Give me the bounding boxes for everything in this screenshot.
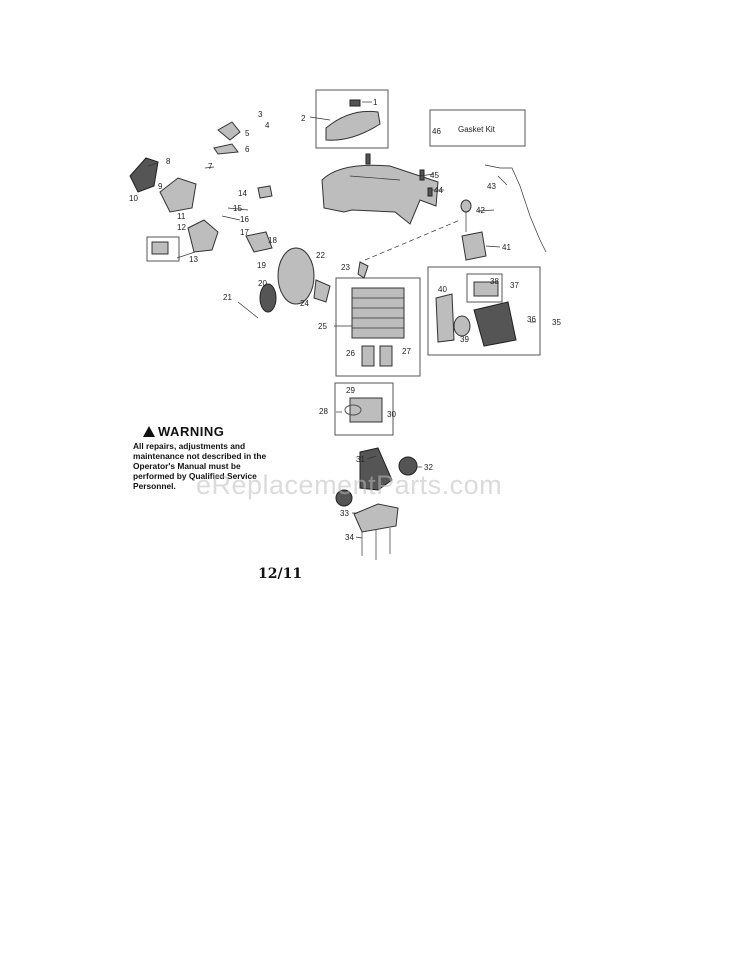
primer-bulb-icon (461, 231, 487, 261)
plate-icon (473, 281, 499, 297)
callout-28: 28 (319, 407, 328, 416)
callout-3: 3 (258, 110, 263, 119)
callout-46: 46 (432, 127, 441, 136)
callout-38: 38 (490, 277, 499, 286)
callout-30: 30 (387, 410, 396, 419)
callout-24: 24 (300, 299, 309, 308)
callout-13: 13 (189, 255, 198, 264)
callout-14: 14 (238, 189, 247, 198)
bearing-icon (398, 456, 418, 476)
callout-42: 42 (476, 206, 485, 215)
callout-20: 20 (258, 279, 267, 288)
leader-lines (147, 101, 536, 539)
callout-labels: 1 2 3 4 5 6 7 8 9 10 11 12 13 14 15 16 1… (129, 98, 561, 542)
callout-7: 7 (208, 162, 213, 171)
recoil-pulley-icon (259, 283, 277, 313)
carburetor-housing-icon (159, 177, 197, 213)
intake-icon (245, 231, 273, 253)
callout-4: 4 (265, 121, 270, 130)
callout-31: 31 (356, 455, 365, 464)
fuel-cap-group-box (315, 89, 389, 149)
fuel-cap-icon (325, 99, 381, 141)
piston-icon (344, 397, 383, 423)
gasket-icon (361, 345, 393, 367)
handle-cover-icon (129, 157, 159, 193)
fuel-filter-icon (257, 185, 273, 199)
carburetor-icon (187, 219, 219, 253)
callout-8: 8 (166, 157, 171, 166)
screw-icon (365, 153, 433, 197)
ignition-coil-icon (313, 279, 331, 303)
bracket-icon (213, 143, 239, 155)
muffler-group-box (427, 266, 541, 356)
muffler-inner-box (466, 273, 503, 303)
callout-2: 2 (301, 114, 306, 123)
callout-29: 29 (346, 386, 355, 395)
callout-33: 33 (340, 509, 349, 518)
top-cover-icon (321, 164, 439, 225)
gasket-kit-box (429, 109, 526, 147)
callout-21: 21 (223, 293, 232, 302)
flywheel-icon (277, 247, 315, 305)
callout-17: 17 (240, 228, 249, 237)
spark-plug-icon (357, 261, 369, 279)
seal-icon (335, 489, 353, 507)
callout-40: 40 (438, 285, 447, 294)
callout-44: 44 (434, 186, 443, 195)
cylinder-group-box (335, 277, 421, 377)
cylinder-icon (351, 287, 405, 339)
piston-group-box (334, 382, 394, 436)
cable-icon (484, 164, 547, 253)
callout-22: 22 (316, 251, 325, 260)
bolt-icon (221, 207, 391, 560)
muffler-icon (473, 301, 517, 347)
warning-title-text: WARNING (158, 424, 225, 439)
callout-41: 41 (502, 243, 511, 252)
warning-triangle-icon (143, 426, 155, 437)
callout-39: 39 (460, 335, 469, 344)
callout-45: 45 (430, 171, 439, 180)
air-filter-icon (151, 241, 169, 255)
callout-43: 43 (487, 182, 496, 191)
callout-25: 25 (318, 322, 327, 331)
dashed-guide-line (364, 219, 461, 261)
muffler-gasket-icon (435, 293, 455, 343)
callout-5: 5 (245, 129, 250, 138)
warning-body: All repairs, adjustments and maintenance… (133, 441, 267, 491)
callout-23: 23 (341, 263, 350, 272)
warning-notice: WARNING All repairs, adjustments and mai… (133, 424, 273, 491)
callout-12: 12 (177, 223, 186, 232)
callout-15: 15 (233, 204, 242, 213)
callout-18: 18 (268, 236, 277, 245)
callout-10: 10 (129, 194, 138, 203)
callout-34: 34 (345, 533, 354, 542)
warning-title: WARNING (133, 424, 273, 439)
watermark: eReplacementParts.com (196, 470, 503, 500)
revision-date: 12/11 (258, 566, 303, 582)
callout-35: 35 (552, 318, 561, 327)
callout-16: 16 (240, 215, 249, 224)
air-filter-box (146, 236, 180, 262)
callout-37: 37 (510, 281, 519, 290)
callout-9: 9 (158, 182, 163, 191)
callout-32: 32 (424, 463, 433, 472)
crankcase-icon (353, 503, 399, 533)
heat-shield-icon (453, 315, 471, 337)
throttle-link-icon (217, 121, 241, 141)
callout-27: 27 (402, 347, 411, 356)
callout-6: 6 (245, 145, 250, 154)
fuel-pickup-icon (460, 199, 472, 213)
callout-36: 36 (527, 315, 536, 324)
callout-26: 26 (346, 349, 355, 358)
callout-11: 11 (177, 212, 186, 221)
callout-19: 19 (257, 261, 266, 270)
gasket-kit-label: Gasket Kit (458, 125, 495, 134)
callout-1: 1 (373, 98, 378, 107)
